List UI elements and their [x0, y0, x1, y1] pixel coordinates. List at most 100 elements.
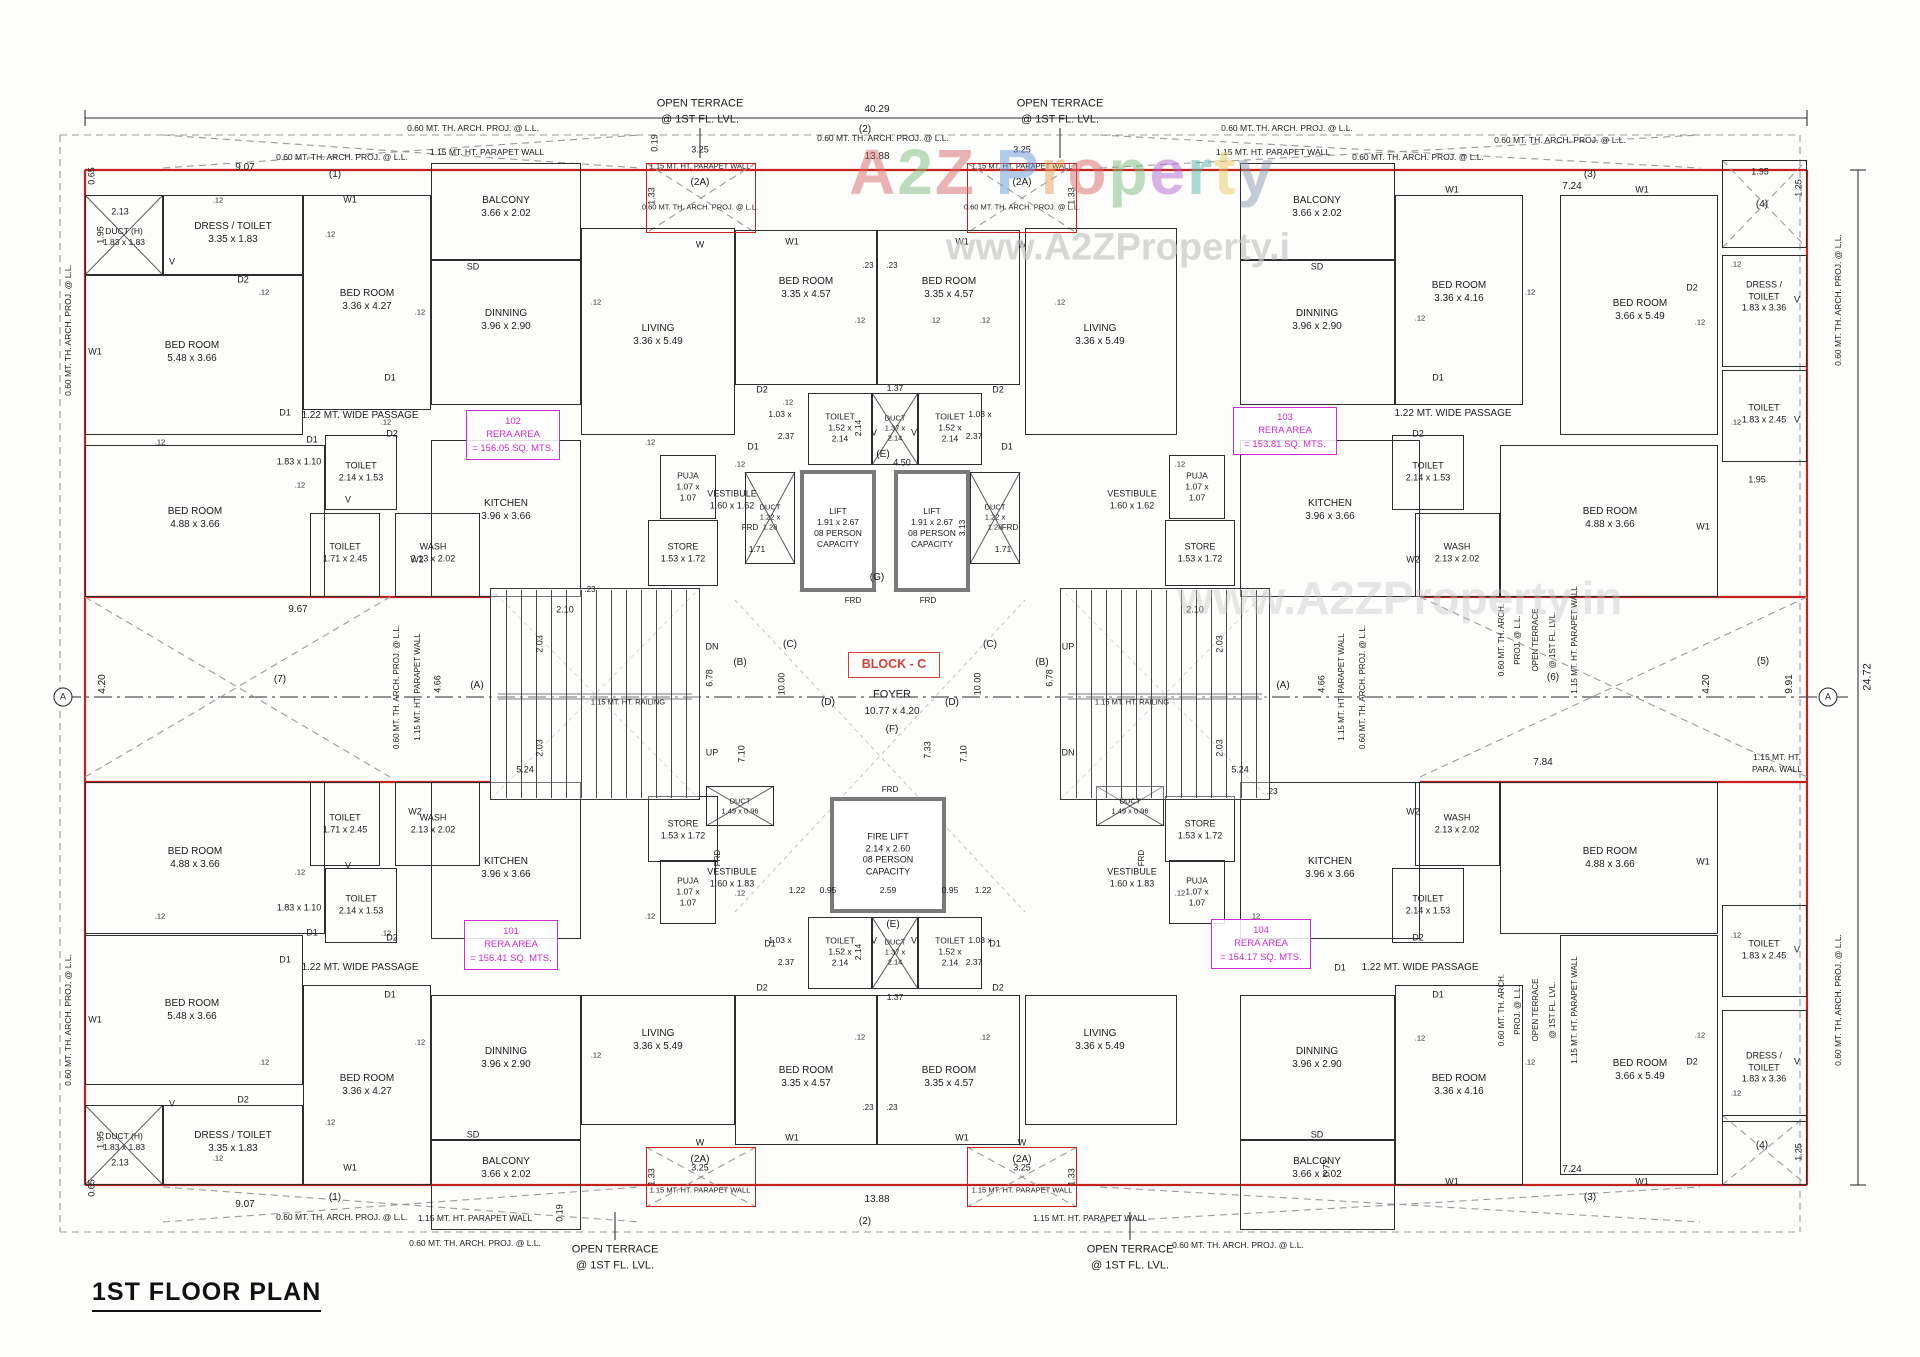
note-label: @ 1ST FL. LVL.	[575, 1259, 655, 1272]
plan-line	[489, 587, 701, 801]
ref-label: (D)	[945, 697, 959, 708]
note-label: 0.60 MT. TH. ARCH. PROJ. @ L.L.	[817, 132, 949, 143]
room-label-line: TOILET	[1412, 893, 1444, 904]
room-label-line: TOILET	[1748, 1062, 1780, 1073]
mark-label: W1	[1445, 184, 1459, 195]
room-label-line: BED ROOM	[339, 288, 395, 299]
room-label-line: 3.66 x 2.02	[1292, 1169, 1342, 1180]
room-label-line: 3.36 x 4.27	[342, 301, 392, 312]
mark-label: FRD	[1001, 523, 1019, 533]
ref-label: (2)	[858, 124, 872, 135]
room-box	[1240, 995, 1395, 1140]
note-label: 10.77 x 4.20	[864, 706, 920, 717]
rera-area-line: RERA AREA	[484, 939, 538, 951]
room-box	[1165, 796, 1235, 862]
ref-label: (1)	[328, 1192, 342, 1203]
rera-area-line: 102	[505, 416, 521, 428]
room-box	[310, 513, 380, 597]
mark-label: V	[168, 1098, 176, 1109]
dim-label: 10.00	[972, 672, 983, 696]
room-label-line: 4.88 x 3.66	[170, 519, 220, 530]
dim-label: 1.71	[994, 543, 1012, 554]
room-label-line: PUJA	[1186, 875, 1208, 886]
plan-line	[1099, 134, 1701, 169]
mark-label: .12	[1524, 287, 1536, 297]
dim-label: 3.13	[956, 519, 967, 537]
room-label-line: 1.52 x	[828, 946, 852, 957]
mark-label: .12	[212, 1153, 224, 1163]
mark-label: SD	[1310, 1129, 1324, 1140]
dim-label: 3.25	[691, 144, 709, 155]
note-label: @ 1ST FL. LVL.	[1090, 1259, 1170, 1272]
mark-label: .12	[380, 417, 392, 427]
ref-label: (6)	[1546, 672, 1560, 683]
room-label-line: 3.66 x 5.49	[1615, 311, 1665, 322]
dim-label: 0.19	[649, 134, 660, 152]
ref-label: (A)	[470, 680, 484, 691]
open-terrace-box	[646, 1147, 756, 1207]
mark-label: .12	[1174, 459, 1186, 469]
mark-label: .12	[380, 928, 392, 938]
dim-label: 2.03	[1214, 739, 1225, 757]
room-label-line: 1.49 x 0.96	[721, 806, 759, 815]
dim-label: 2.13	[111, 1157, 129, 1168]
stair-tread	[1091, 590, 1092, 798]
room-label: DUCT (H)1.83 x 1.83	[103, 1131, 145, 1153]
mark-label: .12	[590, 297, 602, 307]
note-label: 0.60 MT. TH. ARCH.	[1497, 973, 1507, 1047]
plan-line	[744, 471, 796, 565]
dim-label: 1.37	[886, 991, 904, 1002]
room-box	[1096, 786, 1164, 826]
room-label-line: 3.36 x 4.16	[1434, 293, 1484, 304]
room-label-line: 3.96 x 2.90	[481, 321, 531, 332]
grid-bubble: A	[1818, 687, 1838, 707]
mark-label: W1	[88, 1014, 102, 1025]
room-label-line: VESTIBULE	[707, 488, 757, 499]
open-terrace-box	[967, 163, 1077, 233]
room-label-line: BED ROOM	[1612, 298, 1668, 309]
plan-line	[162, 134, 641, 169]
note-label: 0.60 MT. TH. ARCH. PROJ. @ L.L.	[62, 954, 73, 1086]
mark-label: D1	[306, 927, 318, 938]
room-box	[800, 470, 876, 592]
plan-line	[162, 1186, 641, 1223]
rera-area-line: = 154.17 SQ. MTS.	[1220, 951, 1302, 963]
room-label-line: 1.83 x 2.45	[1741, 950, 1787, 960]
room-box	[310, 782, 380, 866]
plan-line	[1099, 1186, 1701, 1223]
plan-line	[84, 1104, 164, 1186]
note-label: @ 1ST FL. LVL.	[1548, 981, 1558, 1039]
dim-label: 2.14	[852, 943, 863, 961]
dim-label: 2.59	[879, 884, 897, 895]
watermark-brand: A2Z Property	[849, 135, 1275, 209]
note-label: 1.15 MT. HT. PARAPET WALL	[429, 146, 545, 157]
plan-line	[645, 1146, 757, 1208]
room-box	[1392, 868, 1464, 943]
note-label: OPEN TERRACE	[1531, 978, 1541, 1042]
room-label-line: 3.96 x 3.66	[1305, 511, 1355, 522]
room-label-line: 2.14	[941, 957, 959, 968]
note-label: PARA. WALL	[1751, 763, 1803, 774]
corner-duct-box	[1722, 1115, 1807, 1185]
room-label-line: 2.13 x 2.02	[410, 553, 456, 563]
room-label-line: 3.96 x 2.90	[481, 1059, 531, 1070]
mark-label: D1	[1432, 989, 1444, 1000]
dim-label: 5.24	[1231, 764, 1249, 775]
room-label-line: 1.52 x	[938, 946, 962, 957]
stair-tread	[581, 590, 582, 798]
watermark-letter: Z	[934, 136, 976, 208]
room-label-line: 2.14 x 1.53	[1405, 472, 1451, 482]
rera-area-line: = 156.05 SQ. MTS.	[472, 442, 554, 454]
